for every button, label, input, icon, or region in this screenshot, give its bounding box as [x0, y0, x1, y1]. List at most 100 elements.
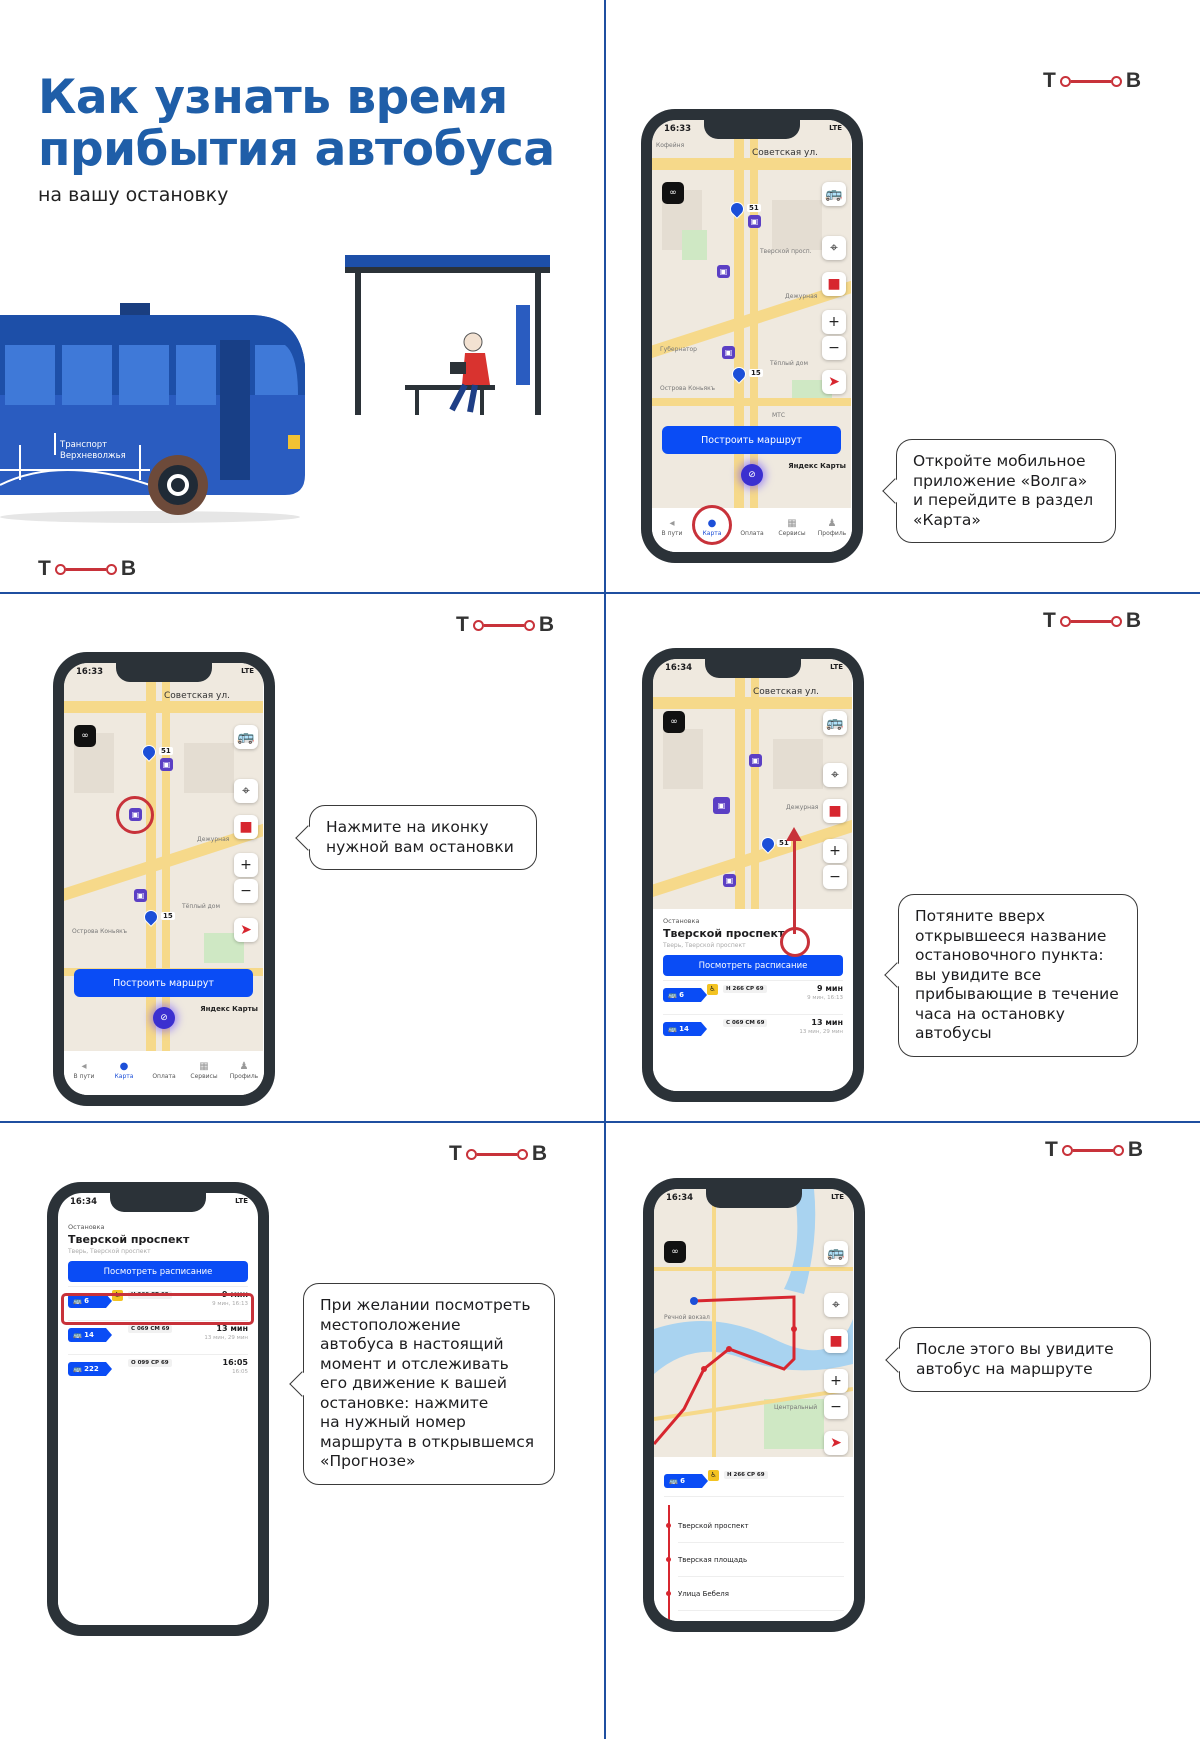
- accessibility-glasses-button[interactable]: ∞: [662, 182, 684, 204]
- step-2-callout: Нажмите на иконку нужной вам остановки: [295, 805, 537, 870]
- stop-name: Тверской проспект: [663, 927, 785, 940]
- map-label-avenue: Тверской просп.: [760, 248, 812, 255]
- map-label: МТС: [772, 412, 786, 419]
- route-map-view[interactable]: Центральный Речной вокзал: [654, 1189, 853, 1464]
- route-line: [668, 1505, 670, 1621]
- page-subtitle: на вашу остановку: [38, 184, 229, 206]
- view-schedule-button[interactable]: Посмотреть расписание: [68, 1261, 248, 1282]
- transport-button[interactable]: 🚌: [822, 182, 846, 206]
- payment-fab-icon[interactable]: ⊘: [741, 464, 763, 486]
- step-5-callout: После этого вы увидите автобус на маршру…: [885, 1327, 1151, 1392]
- zoom-out-button[interactable]: −: [234, 879, 258, 903]
- wheelchair-icon: ♿: [707, 984, 718, 995]
- route-panel[interactable]: 🚌 6♿Н 266 СР 69 Тверской проспект Тверск…: [654, 1457, 854, 1621]
- street-label: Советская ул.: [752, 148, 818, 158]
- zoom-in-button[interactable]: +: [234, 853, 258, 877]
- payment-fab-icon[interactable]: ⊘: [153, 1007, 175, 1029]
- selected-route[interactable]: 🚌 6♿Н 266 СР 69: [664, 1467, 844, 1497]
- navigate-arrow-button[interactable]: ➤: [822, 370, 846, 394]
- highlight-circle: [116, 796, 154, 834]
- nav-services[interactable]: ▦Сервисы: [190, 1061, 218, 1080]
- locate-button[interactable]: ⌖: [822, 236, 846, 260]
- locate-button[interactable]: ⌖: [234, 779, 258, 803]
- map-label: Острова Коньякъ: [660, 385, 715, 392]
- drag-handle-circle: [780, 927, 810, 957]
- red-bus-button[interactable]: ■: [234, 815, 258, 839]
- map-label: Дежурная: [785, 293, 818, 300]
- zoom-in-button[interactable]: +: [823, 839, 847, 863]
- navigate-arrow-button[interactable]: ➤: [234, 918, 258, 942]
- route-stop[interactable]: Улица Бебеля: [666, 1577, 844, 1611]
- title-line: прибытия автобуса: [38, 122, 555, 177]
- build-route-button[interactable]: Построить маршрут: [662, 426, 841, 454]
- drag-up-arrow-icon: [793, 834, 796, 934]
- map-label: Тёплый дом: [770, 360, 809, 367]
- vertical-divider: [604, 0, 606, 1739]
- accessibility-glasses-button[interactable]: ∞: [664, 1241, 686, 1263]
- route-stop[interactable]: Тверская площадь: [666, 1543, 844, 1577]
- transport-button[interactable]: 🚌: [234, 725, 258, 749]
- horizontal-divider: [0, 1121, 1200, 1123]
- bus-stop-icon[interactable]: ▣: [160, 758, 173, 771]
- navigate-arrow-button[interactable]: ➤: [824, 1431, 848, 1455]
- transport-button[interactable]: 🚌: [824, 1241, 848, 1265]
- bus-stop-icon[interactable]: ▣: [722, 346, 735, 359]
- zoom-out-button[interactable]: −: [823, 865, 847, 889]
- locate-button[interactable]: ⌖: [824, 1293, 848, 1317]
- status-time: 16:33: [664, 124, 692, 134]
- zoom-out-button[interactable]: −: [822, 336, 846, 360]
- zoom-out-button[interactable]: −: [824, 1395, 848, 1419]
- stop-panel[interactable]: Остановка Тверской проспект Тверь, Тверс…: [58, 1219, 258, 1625]
- red-bus-button[interactable]: ■: [824, 1329, 848, 1353]
- highlight-box: [61, 1293, 254, 1325]
- bus-stop-icon[interactable]: ▣: [717, 265, 730, 278]
- bus-stop-icon[interactable]: ▣: [748, 215, 761, 228]
- map-view[interactable]: Советская ул. Кофейня Тверской просп. Де…: [652, 120, 851, 552]
- nav-map[interactable]: ●Карта: [114, 1061, 134, 1080]
- status-signal: LTE: [829, 124, 842, 132]
- step-3-callout: Потяните вверх открывшееся название оста…: [884, 894, 1138, 1057]
- nav-services[interactable]: ▦Сервисы: [778, 518, 806, 537]
- zoom-in-button[interactable]: +: [824, 1369, 848, 1393]
- locate-button[interactable]: ⌖: [823, 763, 847, 787]
- horizontal-divider: [0, 592, 1200, 594]
- bus-stop-icon[interactable]: ▣: [134, 889, 147, 902]
- nav-in-transit[interactable]: ◂В пути: [73, 1061, 95, 1080]
- nav-profile[interactable]: ♟Профиль: [817, 518, 847, 537]
- stop-panel[interactable]: Остановка Тверской проспект Тверь, Тверс…: [653, 909, 853, 1091]
- nav-payment[interactable]: Оплата: [740, 530, 764, 537]
- accessibility-glasses-button[interactable]: ∞: [74, 725, 96, 747]
- accessibility-glasses-button[interactable]: ∞: [663, 711, 685, 733]
- nav-in-transit[interactable]: ◂В пути: [661, 518, 683, 537]
- bottom-nav: ◂В пути ●Карта Оплата ▦Сервисы ♟Профиль: [652, 508, 852, 552]
- build-route-button[interactable]: Построить маршрут: [74, 969, 253, 997]
- nav-profile[interactable]: ♟Профиль: [229, 1061, 259, 1080]
- yandex-maps-label: Яндекс Карты: [788, 462, 846, 470]
- step-1-callout: Откройте мобильное приложение «Волга» и …: [882, 439, 1116, 543]
- nav-payment[interactable]: Оплата: [152, 1073, 176, 1080]
- map-label: Кофейня: [656, 142, 685, 149]
- route-stop[interactable]: Тверской проспект: [666, 1509, 844, 1543]
- transport-button[interactable]: 🚌: [823, 711, 847, 735]
- bus-stop-pin[interactable]: [729, 364, 749, 384]
- bus-stop-illustration: [345, 255, 550, 415]
- red-bus-button[interactable]: ■: [823, 799, 847, 823]
- map-label: Губернатор: [660, 346, 697, 353]
- view-schedule-button[interactable]: Посмотреть расписание: [663, 955, 843, 976]
- zoom-in-button[interactable]: +: [822, 310, 846, 334]
- bus-illustration: [0, 303, 305, 523]
- red-bus-button[interactable]: ■: [822, 272, 846, 296]
- bottom-nav: ◂В пути ●Карта Оплата ▦Сервисы ♟Профиль: [64, 1051, 264, 1095]
